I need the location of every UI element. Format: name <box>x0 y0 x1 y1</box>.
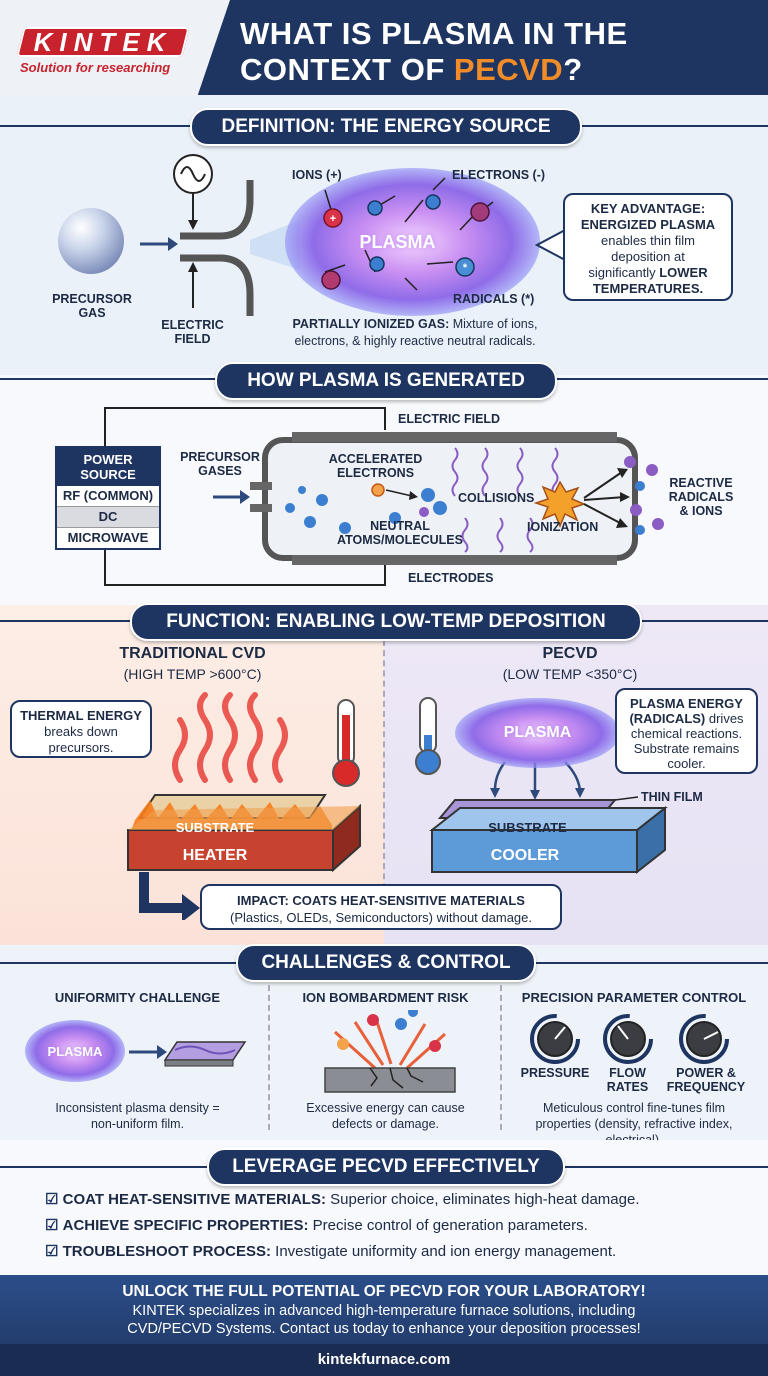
column-divider <box>268 985 270 1130</box>
electrodes-label: ELECTRODES <box>408 571 494 585</box>
substrate-label-trad: SUBSTRATE <box>175 820 255 835</box>
title-accent: PECVD <box>453 52 564 87</box>
substrate-label-pecvd: SUBSTRATE <box>488 820 567 835</box>
power-option-dc: DC <box>57 507 159 528</box>
cooler-label: COOLER <box>490 847 560 864</box>
radicals-label: RADICALS (*) <box>453 292 535 306</box>
footer-body-line1: KINTEK specializes in advanced high-temp… <box>132 1303 636 1319</box>
heater-label: HEATER <box>182 847 248 864</box>
leverage-banner: LEVERAGE PECVD EFFECTIVELY <box>207 1148 565 1186</box>
checkbox-icon: ☑ <box>45 1243 59 1260</box>
page-title-line2: CONTEXT OF PECVD? <box>240 52 760 88</box>
ionization-label: IONIZATION <box>527 520 599 534</box>
impact-callout: IMPACT: COATS HEAT-SENSITIVE MATERIALS(P… <box>200 884 562 930</box>
kintek-logo: KINTEK <box>33 27 173 57</box>
plasma-label: PLASMA <box>359 232 436 252</box>
plasma-cloud <box>285 168 540 316</box>
leverage-item-coat: ☑ COAT HEAT-SENSITIVE MATERIALS: Superio… <box>45 1191 640 1208</box>
checkbox-icon: ☑ <box>45 1217 59 1234</box>
collisions-label: COLLISIONS <box>458 491 535 505</box>
uniformity-film <box>129 1041 247 1067</box>
plasma-particles: + * <box>321 177 494 291</box>
power-option-microwave: MICROWAVE <box>67 530 149 545</box>
impact-arrow <box>139 872 200 920</box>
precursor-gas-sphere <box>58 208 124 274</box>
ions-label: IONS (+) <box>292 168 342 182</box>
leverage-item-troubleshoot: ☑ TROUBLESHOOT PROCESS: Investigate unif… <box>45 1243 617 1260</box>
footer-body-line2: CVD/PECVD Systems. Contact us today to e… <box>127 1321 641 1337</box>
footer-url-link[interactable]: kintekfurnace.com <box>317 1351 451 1368</box>
logo-tagline: Solution for researching <box>20 60 171 75</box>
precision-control-title: PRECISION PARAMETER CONTROL <box>521 990 747 1005</box>
uniformity-plasma-cloud <box>25 1020 125 1082</box>
pecvd-title: PECVD <box>542 645 598 662</box>
knob-power-frequency-label[interactable]: POWER &FREQUENCY <box>666 1066 746 1094</box>
pecvd-plasma-cloud <box>455 698 620 768</box>
uniformity-title: UNIFORMITY CHALLENGE <box>54 990 221 1005</box>
ion-bombardment-diagram <box>324 1010 456 1093</box>
title-prefix: CONTEXT OF <box>240 52 454 87</box>
checkbox-icon: ☑ <box>45 1191 59 1208</box>
leverage-item-properties: ☑ ACHIEVE SPECIFIC PROPERTIES: Precise c… <box>45 1217 588 1234</box>
plasma-energy-callout: PLASMA ENERGY (RADICALS) drives chemical… <box>615 688 758 774</box>
pecvd-temp: (LOW TEMP <350°C) <box>502 666 638 682</box>
panel-divider <box>383 640 385 930</box>
partially-ionized-text: PARTIALLY IONIZED GAS: Mixture of ions,e… <box>292 317 538 348</box>
definition-banner: DEFINITION: THE ENERGY SOURCE <box>190 108 582 146</box>
heater-diagram <box>127 692 361 873</box>
challenges-banner: CHALLENGES & CONTROL <box>236 944 536 982</box>
ion-bombardment-title: ION BOMBARDMENT RISK <box>302 990 469 1005</box>
page-title-line1: WHAT IS PLASMA IN THE <box>240 16 628 51</box>
pecvd-plasma-label: PLASMA <box>503 724 572 741</box>
generation-diagram <box>104 407 664 586</box>
uniformity-body: Inconsistent plasma density =non-uniform… <box>55 1101 220 1131</box>
power-option-rf: RF (COMMON) <box>57 486 159 507</box>
parameter-knobs <box>530 1014 729 1064</box>
title-suffix: ? <box>563 52 583 87</box>
column-divider <box>500 985 502 1130</box>
function-banner: FUNCTION: ENABLING LOW-TEMP DEPOSITION <box>130 603 642 641</box>
knob-pressure-label[interactable]: PRESSURE <box>520 1066 590 1080</box>
footer-cta: UNLOCK THE FULL POTENTIAL OF PECVD FOR Y… <box>122 1283 646 1300</box>
traditional-cvd-temp: (HIGH TEMP >600°C) <box>123 666 262 682</box>
svg-text:+: + <box>330 213 336 225</box>
footer-url-bar <box>0 1344 768 1376</box>
traditional-cvd-title: TRADITIONAL CVD <box>119 645 266 662</box>
key-advantage-callout: KEY ADVANTAGE: ENERGIZED PLASMA enables … <box>563 193 733 301</box>
generation-banner: HOW PLASMA IS GENERATED <box>215 362 557 400</box>
svg-text:*: * <box>463 262 468 274</box>
uniformity-plasma-label: PLASMA <box>47 1044 103 1059</box>
electric-field-top-label: ELECTRIC FIELD <box>398 412 501 426</box>
thin-film-label: THIN FILM <box>641 790 703 804</box>
cooler-diagram <box>415 697 668 875</box>
electrons-label: ELECTRONS (-) <box>452 168 546 182</box>
